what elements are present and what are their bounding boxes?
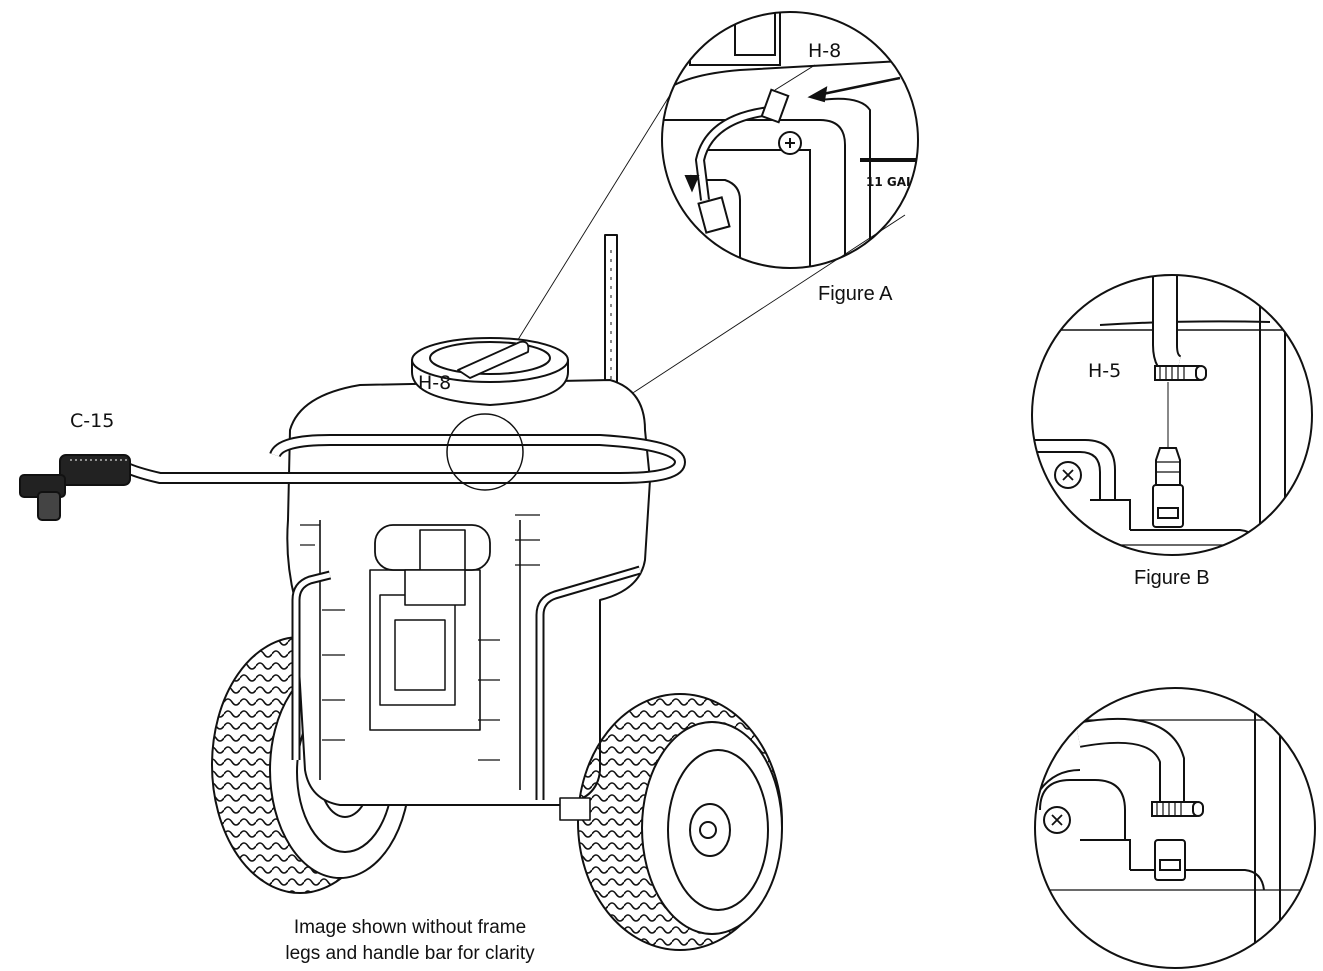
part-label-h8-detail: H-8: [808, 40, 842, 62]
detail-a-circle: [661, 11, 919, 269]
right-wheel: [577, 693, 783, 951]
part-label-c15: C-15: [70, 410, 115, 432]
caption-line-1: Image shown without frame: [293, 917, 527, 938]
part-label-h5: H-5: [1088, 360, 1122, 382]
gallon-markings: [300, 514, 540, 761]
detail-c: [1034, 687, 1316, 969]
figure-b-label: Figure B: [1134, 567, 1210, 589]
tank-volume-marking: 11 GAL: [866, 175, 914, 189]
caption-line-2: legs and handle bar for clarity: [285, 943, 535, 964]
detail-b: [1031, 274, 1313, 556]
figure-a-label: Figure A: [818, 283, 893, 305]
tank-lid: [411, 337, 569, 406]
detail-b-circle: [1031, 274, 1313, 556]
part-label-h8-main: H-8: [418, 372, 452, 394]
detail-c-circle: [1034, 687, 1316, 969]
sprayer-unit: [19, 234, 783, 951]
detail-a: 11 GAL: [661, 11, 919, 269]
spray-gun: [19, 454, 131, 521]
image-caption: Image shown without frame legs and handl…: [245, 915, 575, 967]
detail-a-callout-circle: [446, 413, 524, 491]
